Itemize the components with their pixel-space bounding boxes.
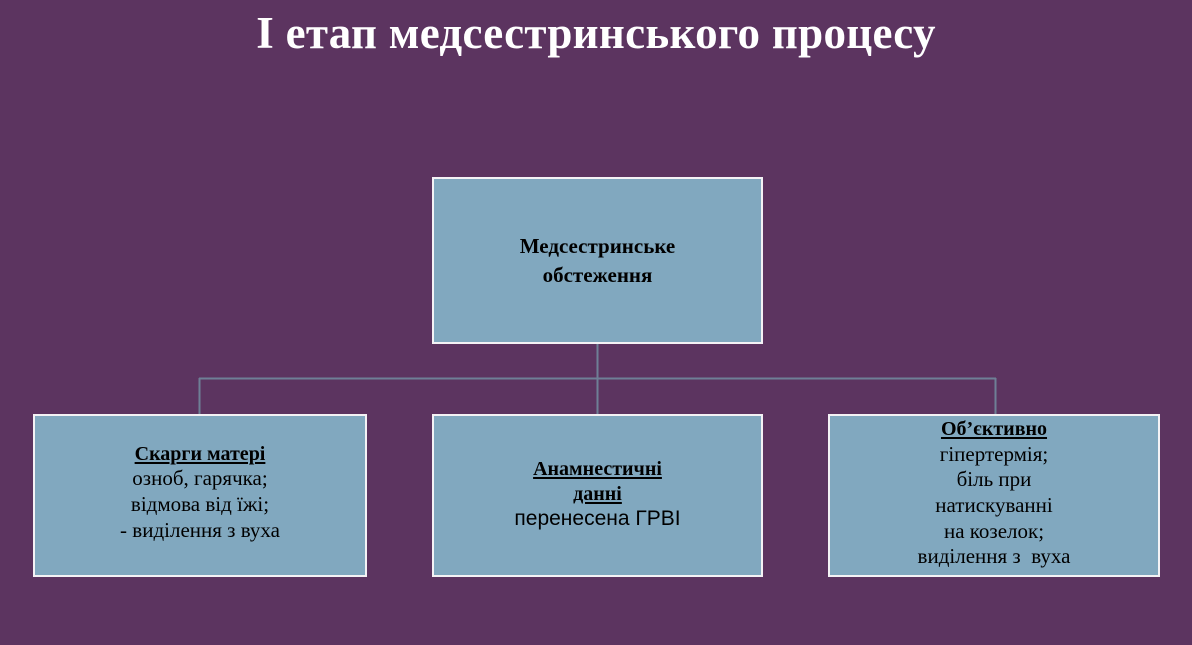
node-complaints[interactable]: Скарги матері озноб, гарячка;відмова від…: [33, 414, 367, 577]
node-complaints-heading: Скарги матері: [134, 442, 266, 465]
page-title: І етап медсестринського процесу: [256, 8, 936, 58]
node-objective-heading: Об’єктивно: [940, 418, 1048, 441]
node-complaints-content: Скарги матері озноб, гарячка;відмова від…: [35, 442, 365, 543]
node-anamnesis-body: перенесена ГРВІ: [514, 507, 681, 531]
node-complaints-body: озноб, гарячка;відмова від їжі;- виділен…: [120, 466, 280, 542]
